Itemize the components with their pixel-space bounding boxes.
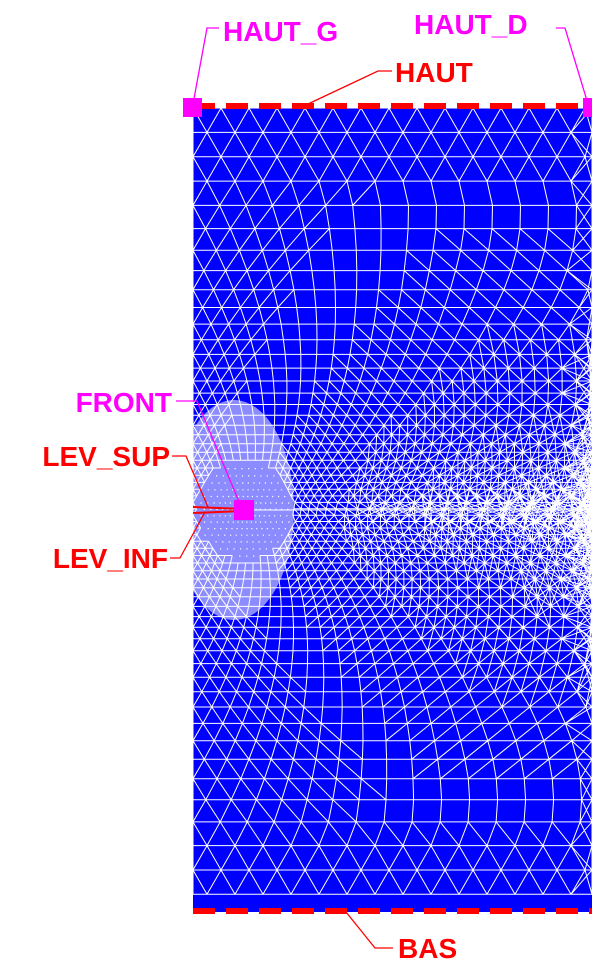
front-node — [234, 500, 254, 520]
label-haut-d: HAUT_D — [414, 9, 528, 40]
mesh-lines — [192, 107, 592, 895]
bas-leader — [345, 911, 393, 949]
haut-g-leader — [192, 27, 219, 105]
label-haut: HAUT — [395, 57, 473, 88]
haut-d-node — [583, 98, 592, 117]
haut-leader — [307, 70, 392, 105]
label-bas: BAS — [398, 933, 457, 963]
mesh-edges — [192, 107, 592, 895]
front-leader — [176, 400, 241, 505]
label-haut-g: HAUT_G — [223, 16, 338, 47]
label-lev-inf: LEV_INF — [53, 543, 168, 574]
lev-sup-leader — [172, 455, 209, 508]
label-lev-sup: LEV_SUP — [42, 441, 170, 472]
lev-inf-leader — [170, 511, 206, 559]
haut-d-leader — [556, 27, 589, 105]
haut-g-node — [183, 98, 202, 117]
label-front: FRONT — [76, 387, 172, 418]
